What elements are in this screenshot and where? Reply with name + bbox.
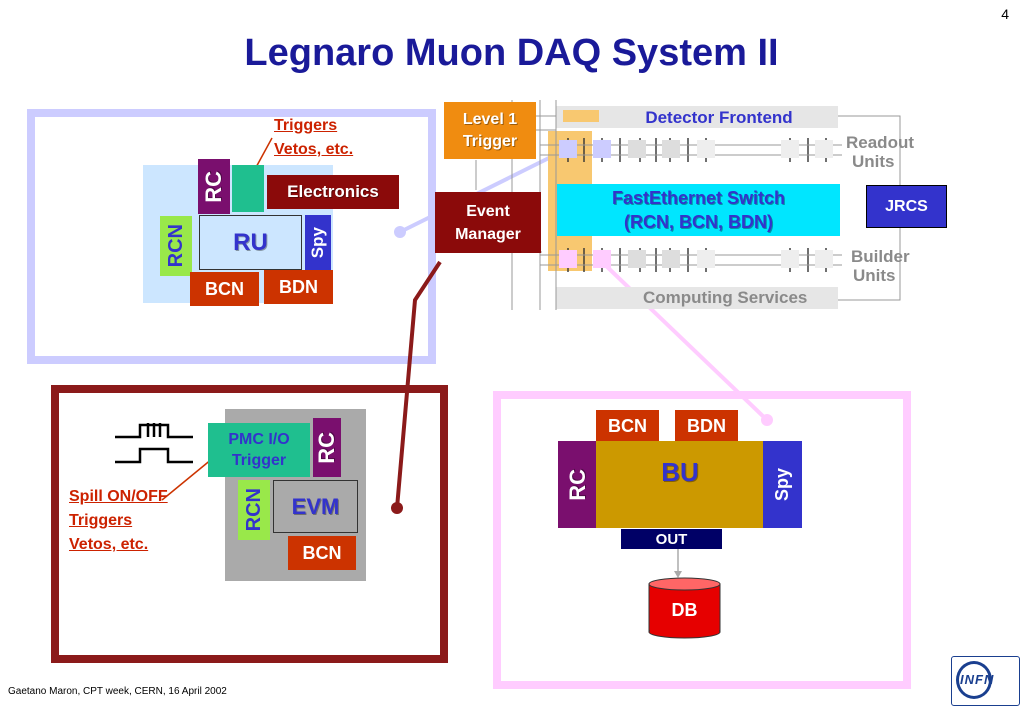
db-label: DB xyxy=(671,599,698,620)
ru-bdn-label: BDN xyxy=(279,276,318,297)
evm-block: EVM xyxy=(273,480,358,533)
builder-units-line1: Builder xyxy=(851,247,910,266)
level1-line2: Trigger xyxy=(462,132,518,150)
spill-line2: Triggers xyxy=(69,512,133,529)
ru-panel-frame xyxy=(27,109,436,364)
ru-block: RU xyxy=(199,215,302,270)
level1-line1: Level 1 xyxy=(462,110,518,128)
ru-triggers-line1: Triggers xyxy=(274,117,338,134)
detector-frontend-label: Detector Frontend xyxy=(645,108,793,127)
bu-connector-dot xyxy=(761,414,773,426)
ru-triggers-note: Triggers Vetos, etc. xyxy=(274,114,353,162)
builder-units-line2: Units xyxy=(853,266,896,285)
readout-units-label: Readout Units xyxy=(846,133,914,171)
readout-units-line2: Units xyxy=(852,152,895,171)
evm-bcn-block: BCN xyxy=(288,536,356,570)
spill-line3: Vetos, etc. xyxy=(69,536,149,553)
bu-bcn-block: BCN xyxy=(596,410,659,443)
readout-units-line1: Readout xyxy=(846,133,914,152)
evm-rc-block: RC xyxy=(313,418,341,477)
bu-bdn-label: BDN xyxy=(687,416,726,436)
bu-label: BU xyxy=(661,457,699,487)
evm-label: EVM xyxy=(291,493,340,519)
bu-out-label: OUT xyxy=(655,530,688,548)
ru-bcn-block: BCN xyxy=(190,272,259,306)
db-label-box: DB xyxy=(649,596,720,624)
event-manager-block: Event Manager xyxy=(435,192,541,253)
bu-rc-label: RC xyxy=(565,468,590,501)
ru-rc-label: RC xyxy=(201,170,226,203)
page-title: Legnaro Muon DAQ System II xyxy=(244,32,779,74)
bu-out-block: OUT xyxy=(621,529,722,549)
bu-spy-label: Spy xyxy=(772,467,792,501)
builder-units-label: Builder Units xyxy=(851,247,910,285)
ru-connector-dot xyxy=(394,226,406,238)
bu-spy-block: Spy xyxy=(763,441,802,528)
ru-electronics-block: Electronics xyxy=(267,175,399,209)
pmc-trigger-label: Trigger xyxy=(231,452,287,469)
infn-logo: INFN xyxy=(951,656,1020,706)
ru-spy-block: Spy xyxy=(305,215,331,270)
ru-rcn-label: RCN xyxy=(164,224,187,268)
event-manager-line2: Manager xyxy=(455,225,521,243)
footer-text: Gaetano Maron, CPT week, CERN, 16 April … xyxy=(8,686,227,697)
ru-label: RU xyxy=(233,228,268,256)
bu-panel-frame xyxy=(493,391,911,689)
evm-rcn-label: RCN xyxy=(242,488,265,532)
bu-block: BU xyxy=(596,441,764,528)
ru-connector-line xyxy=(399,148,566,234)
ru-rc-block: RC xyxy=(198,159,230,214)
ru-triggers-line2: Vetos, etc. xyxy=(274,141,354,158)
spill-note: Spill ON/OFF Triggers Vetos, etc. xyxy=(69,485,168,557)
evm-rc-label: RC xyxy=(314,431,339,464)
switch-line2: (RCN, BCN, BDN) xyxy=(624,212,773,232)
ru-spy-label: Spy xyxy=(308,226,327,259)
evm-connector-line xyxy=(395,260,442,509)
computing-band xyxy=(556,287,838,309)
jrcs-block: JRCS xyxy=(866,185,947,228)
jrcs-label: JRCS xyxy=(885,197,928,215)
switch-line1: FastEthernet Switch xyxy=(611,188,786,208)
computing-services-label: Computing Services xyxy=(643,288,808,307)
level1-trigger-block: Level 1 Trigger xyxy=(444,102,536,159)
evm-connector-dot xyxy=(391,502,403,514)
bu-rc-block: RC xyxy=(558,441,598,528)
fastethernet-switch-block: FastEthernet Switch (RCN, BCN, BDN) xyxy=(557,184,840,236)
pmc-io-label: PMC I/O xyxy=(228,431,290,448)
evm-panel-frame xyxy=(51,385,448,663)
database-icon xyxy=(648,577,721,639)
pulse-signal-icon xyxy=(115,423,193,464)
event-manager-line1: Event xyxy=(466,202,510,220)
page-number: 4 xyxy=(1001,6,1009,22)
bu-bcn-label: BCN xyxy=(608,416,647,436)
pmc-io-trigger-block: PMC I/O Trigger xyxy=(208,423,310,477)
ru-bdn-block: BDN xyxy=(264,270,333,304)
spill-line1: Spill ON/OFF xyxy=(69,488,168,505)
ru-electronics-chip xyxy=(232,165,264,212)
evm-bcn-label: BCN xyxy=(302,542,342,563)
ru-bcn-label: BCN xyxy=(205,278,244,299)
evm-rcn-block: RCN xyxy=(238,480,270,540)
ru-rcn-block: RCN xyxy=(160,216,192,276)
ru-electronics-label: Electronics xyxy=(287,182,379,201)
bu-bdn-block: BDN xyxy=(675,410,738,443)
infn-logo-ring xyxy=(956,661,992,699)
frontend-band xyxy=(556,106,838,128)
infn-logo-text: INFN xyxy=(960,672,995,687)
